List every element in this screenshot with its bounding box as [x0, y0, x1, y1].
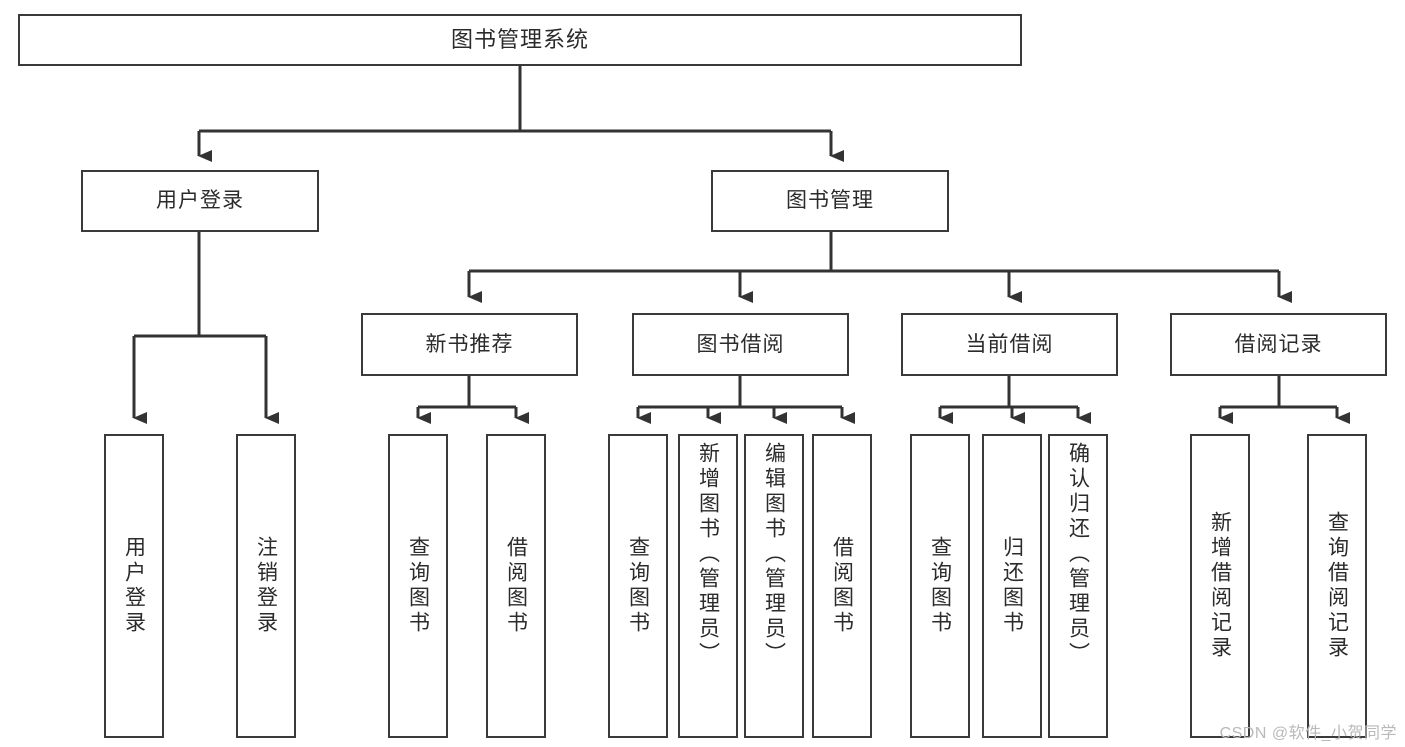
node-user-login-label: 用户登录: [156, 189, 244, 213]
leaf-query-book-borrow-label: 查询图书: [626, 536, 650, 636]
leaf-query-book-borrow[interactable]: 查询图书: [608, 434, 668, 738]
leaf-query-borrow-record[interactable]: 查询借阅记录: [1307, 434, 1367, 738]
node-new-book-recommend[interactable]: 新书推荐: [361, 313, 578, 376]
node-book-borrow-label: 图书借阅: [696, 332, 785, 356]
leaf-logout-login[interactable]: 注销登录: [236, 434, 296, 738]
node-root-label: 图书管理系统: [450, 26, 589, 52]
leaf-add-book-admin-label: 新增图书（管理员）: [696, 442, 720, 667]
leaf-borrow-book-recommend[interactable]: 借阅图书: [486, 434, 546, 738]
leaf-add-borrow-record-label: 新增借阅记录: [1208, 511, 1232, 661]
node-borrow-record-label: 借阅记录: [1234, 332, 1323, 356]
leaf-edit-book-admin[interactable]: 编辑图书（管理员）: [744, 434, 804, 738]
node-current-borrow[interactable]: 当前借阅: [901, 313, 1118, 376]
leaf-query-book-current[interactable]: 查询图书: [910, 434, 970, 738]
leaf-query-book-recommend-label: 查询图书: [406, 536, 430, 636]
leaf-borrow-book[interactable]: 借阅图书: [812, 434, 872, 738]
leaf-query-book-current-label: 查询图书: [928, 536, 952, 636]
leaf-borrow-book-recommend-label: 借阅图书: [504, 536, 528, 636]
leaf-edit-book-admin-label: 编辑图书（管理员）: [762, 442, 786, 667]
node-book-management[interactable]: 图书管理: [711, 170, 949, 232]
leaf-confirm-return-admin[interactable]: 确认归还（管理员）: [1048, 434, 1108, 738]
leaf-user-login-label: 用户登录: [122, 536, 146, 636]
leaf-return-book-label: 归还图书: [1000, 536, 1024, 636]
node-book-borrow[interactable]: 图书借阅: [632, 313, 849, 376]
leaf-user-login[interactable]: 用户登录: [104, 434, 164, 738]
leaf-confirm-return-admin-label: 确认归还（管理员）: [1066, 442, 1090, 667]
node-borrow-record[interactable]: 借阅记录: [1170, 313, 1387, 376]
leaf-query-borrow-record-label: 查询借阅记录: [1325, 511, 1349, 661]
leaf-return-book[interactable]: 归还图书: [982, 434, 1042, 738]
csdn-watermark: CSDN @软件_小贺同学: [1219, 725, 1397, 742]
leaf-query-book-recommend[interactable]: 查询图书: [388, 434, 448, 738]
node-root[interactable]: 图书管理系统: [18, 14, 1022, 66]
leaf-logout-login-label: 注销登录: [254, 536, 278, 636]
node-book-management-label: 图书管理: [786, 189, 874, 213]
node-new-book-recommend-label: 新书推荐: [425, 332, 514, 356]
node-current-borrow-label: 当前借阅: [965, 332, 1054, 356]
leaf-add-book-admin[interactable]: 新增图书（管理员）: [678, 434, 738, 738]
leaf-add-borrow-record[interactable]: 新增借阅记录: [1190, 434, 1250, 738]
leaf-borrow-book-label: 借阅图书: [830, 536, 854, 636]
node-user-login[interactable]: 用户登录: [81, 170, 319, 232]
